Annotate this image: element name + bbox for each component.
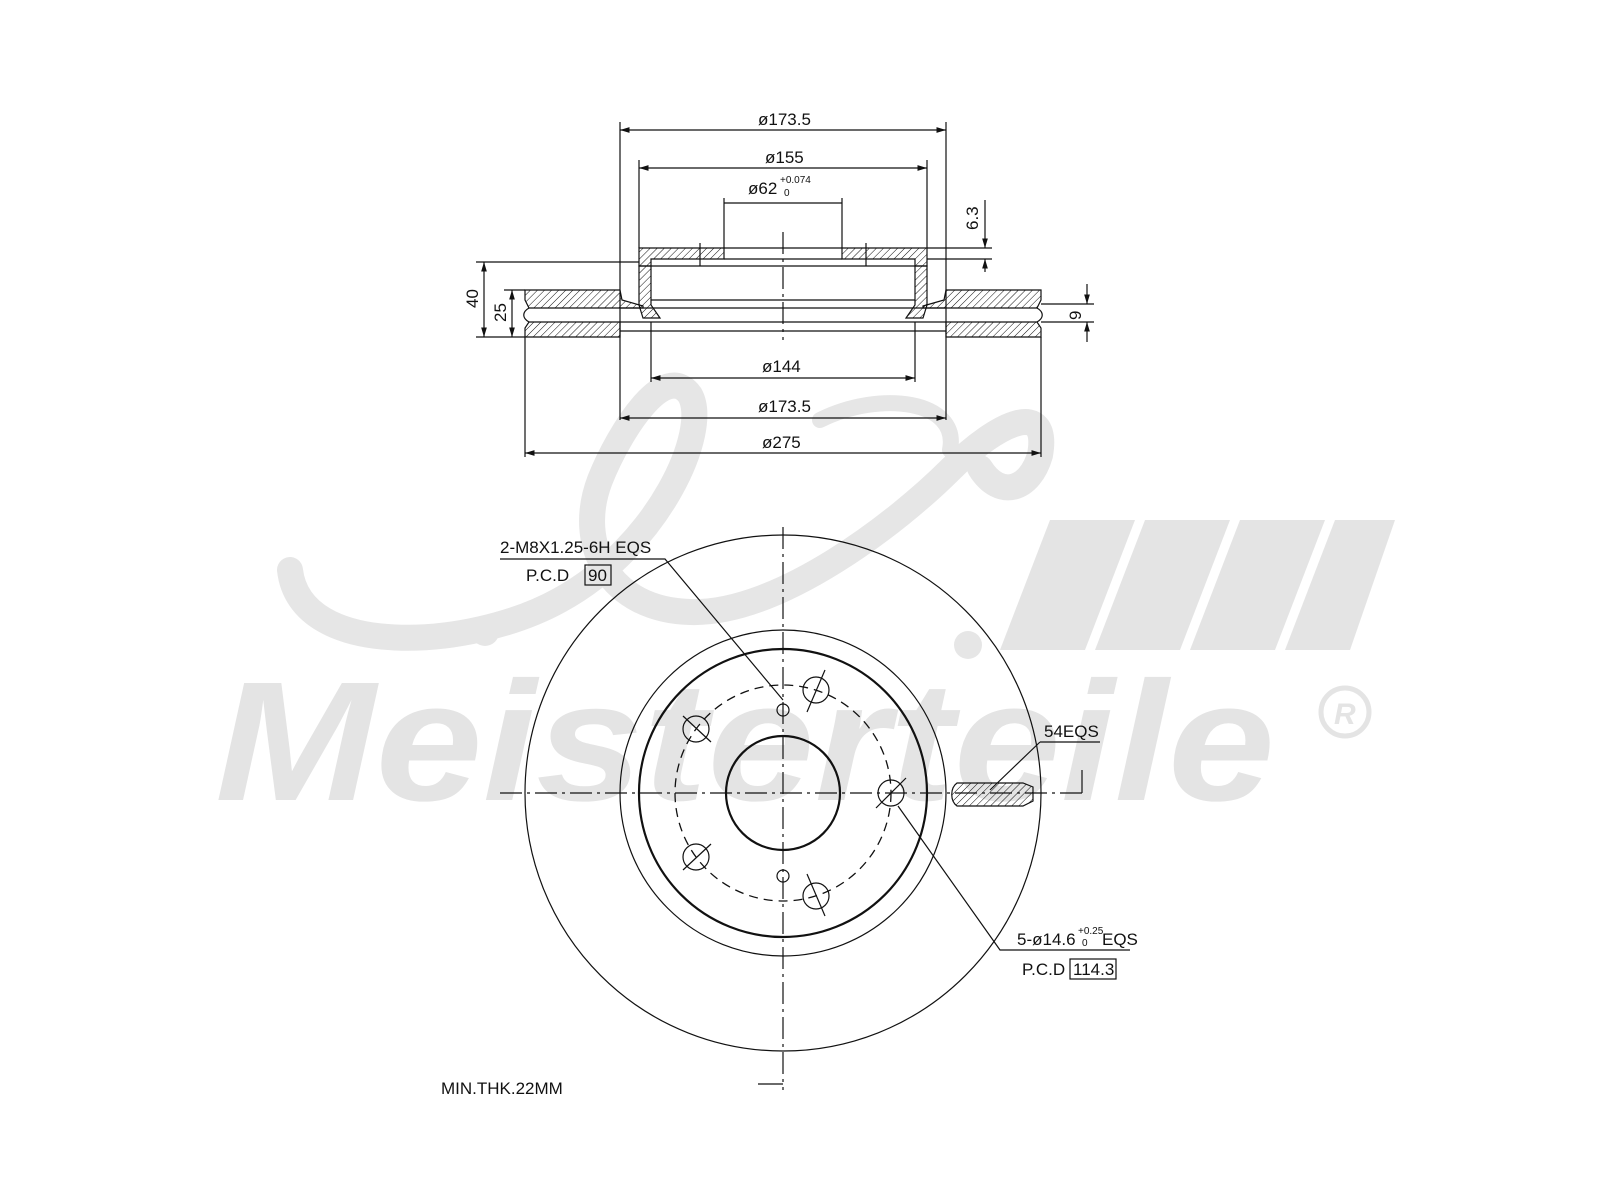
hole-pcd-label: P.C.D	[1022, 960, 1065, 979]
vane-section	[951, 782, 1034, 807]
vane-leader-line	[989, 741, 1041, 791]
watermark-stripes	[1000, 520, 1395, 650]
hole-spec-label: 5-ø14.6	[1017, 930, 1076, 949]
bolt-hole	[802, 676, 830, 704]
bolt-hole	[802, 882, 830, 910]
thread-pcd-value: 90	[588, 566, 607, 585]
svg-text:R: R	[1334, 698, 1356, 731]
min-thickness-note: MIN.THK.22MM	[441, 1079, 563, 1098]
watermark-brand-text: Meisterteile	[215, 647, 1275, 837]
dim-inner-label: ø144	[762, 357, 801, 376]
dim-disc-diameter-label: ø275	[762, 433, 801, 452]
thread-pcd-label: P.C.D	[526, 566, 569, 585]
hat-wall-left	[638, 265, 662, 319]
bolt-holes	[682, 669, 907, 917]
hole-leader-line	[897, 805, 1130, 951]
watermark-registered-mark: R	[1318, 685, 1372, 739]
hole-pcd-value: 114.3	[1073, 960, 1114, 979]
hole-spec-lower-tol: 0	[1082, 938, 1088, 949]
dim-vent-gap-label: 9	[1066, 311, 1085, 320]
front-view: 2-M8X1.25-6H EQS P.C.D 90 54EQS 5-ø14.6 …	[500, 527, 1138, 1090]
threaded-hole	[776, 703, 790, 717]
bolt-hole	[877, 779, 905, 807]
friction-ring-top-left	[524, 289, 644, 309]
threaded-holes	[776, 703, 790, 883]
vanes-label: 54EQS	[1044, 722, 1099, 741]
watermark-dot-2	[954, 631, 982, 659]
dim-bore-label: ø62	[748, 179, 777, 198]
thread-pcd-box	[584, 564, 612, 586]
friction-ring-bottom-right	[945, 321, 1042, 338]
hole-pcd-box	[1069, 958, 1117, 980]
friction-ring-bottom-left	[524, 321, 621, 338]
watermark-swash	[277, 372, 1055, 651]
friction-ring-top-right	[922, 289, 1042, 309]
vent-channel-left	[523, 307, 530, 323]
dim-disc-thickness-label: 25	[491, 303, 510, 322]
dim-total-height-label: 40	[463, 289, 482, 308]
dim-bore-upper-tol: +0.074	[780, 175, 811, 186]
hat-top-right	[841, 247, 928, 267]
side-view: ø173.5 ø155 ø62 +0.074 0 6.3 40 25 9 ø14…	[463, 110, 1094, 457]
vent-channel-right	[1036, 307, 1043, 323]
dim-outer-top-label: ø173.5	[758, 110, 811, 129]
dim-bore-lower-tol: 0	[784, 188, 790, 199]
bolt-hole	[682, 715, 710, 743]
hat-wall-right	[904, 265, 928, 319]
hole-spec-upper-tol: +0.25	[1078, 926, 1104, 937]
watermark-swash-2	[812, 395, 959, 458]
bolt-hole	[682, 843, 710, 871]
watermark-dot-1	[471, 618, 499, 646]
hat-top-left	[638, 247, 725, 267]
hole-spec-suffix: EQS	[1102, 930, 1138, 949]
thread-leader-line	[500, 558, 784, 701]
dim-hat-thickness-label: 6.3	[963, 206, 982, 230]
dim-hat-top-label: ø155	[765, 148, 804, 167]
dim-outer-bottom-label: ø173.5	[758, 397, 811, 416]
threaded-hole	[776, 869, 790, 883]
thread-spec-label: 2-M8X1.25-6H EQS	[500, 538, 651, 557]
